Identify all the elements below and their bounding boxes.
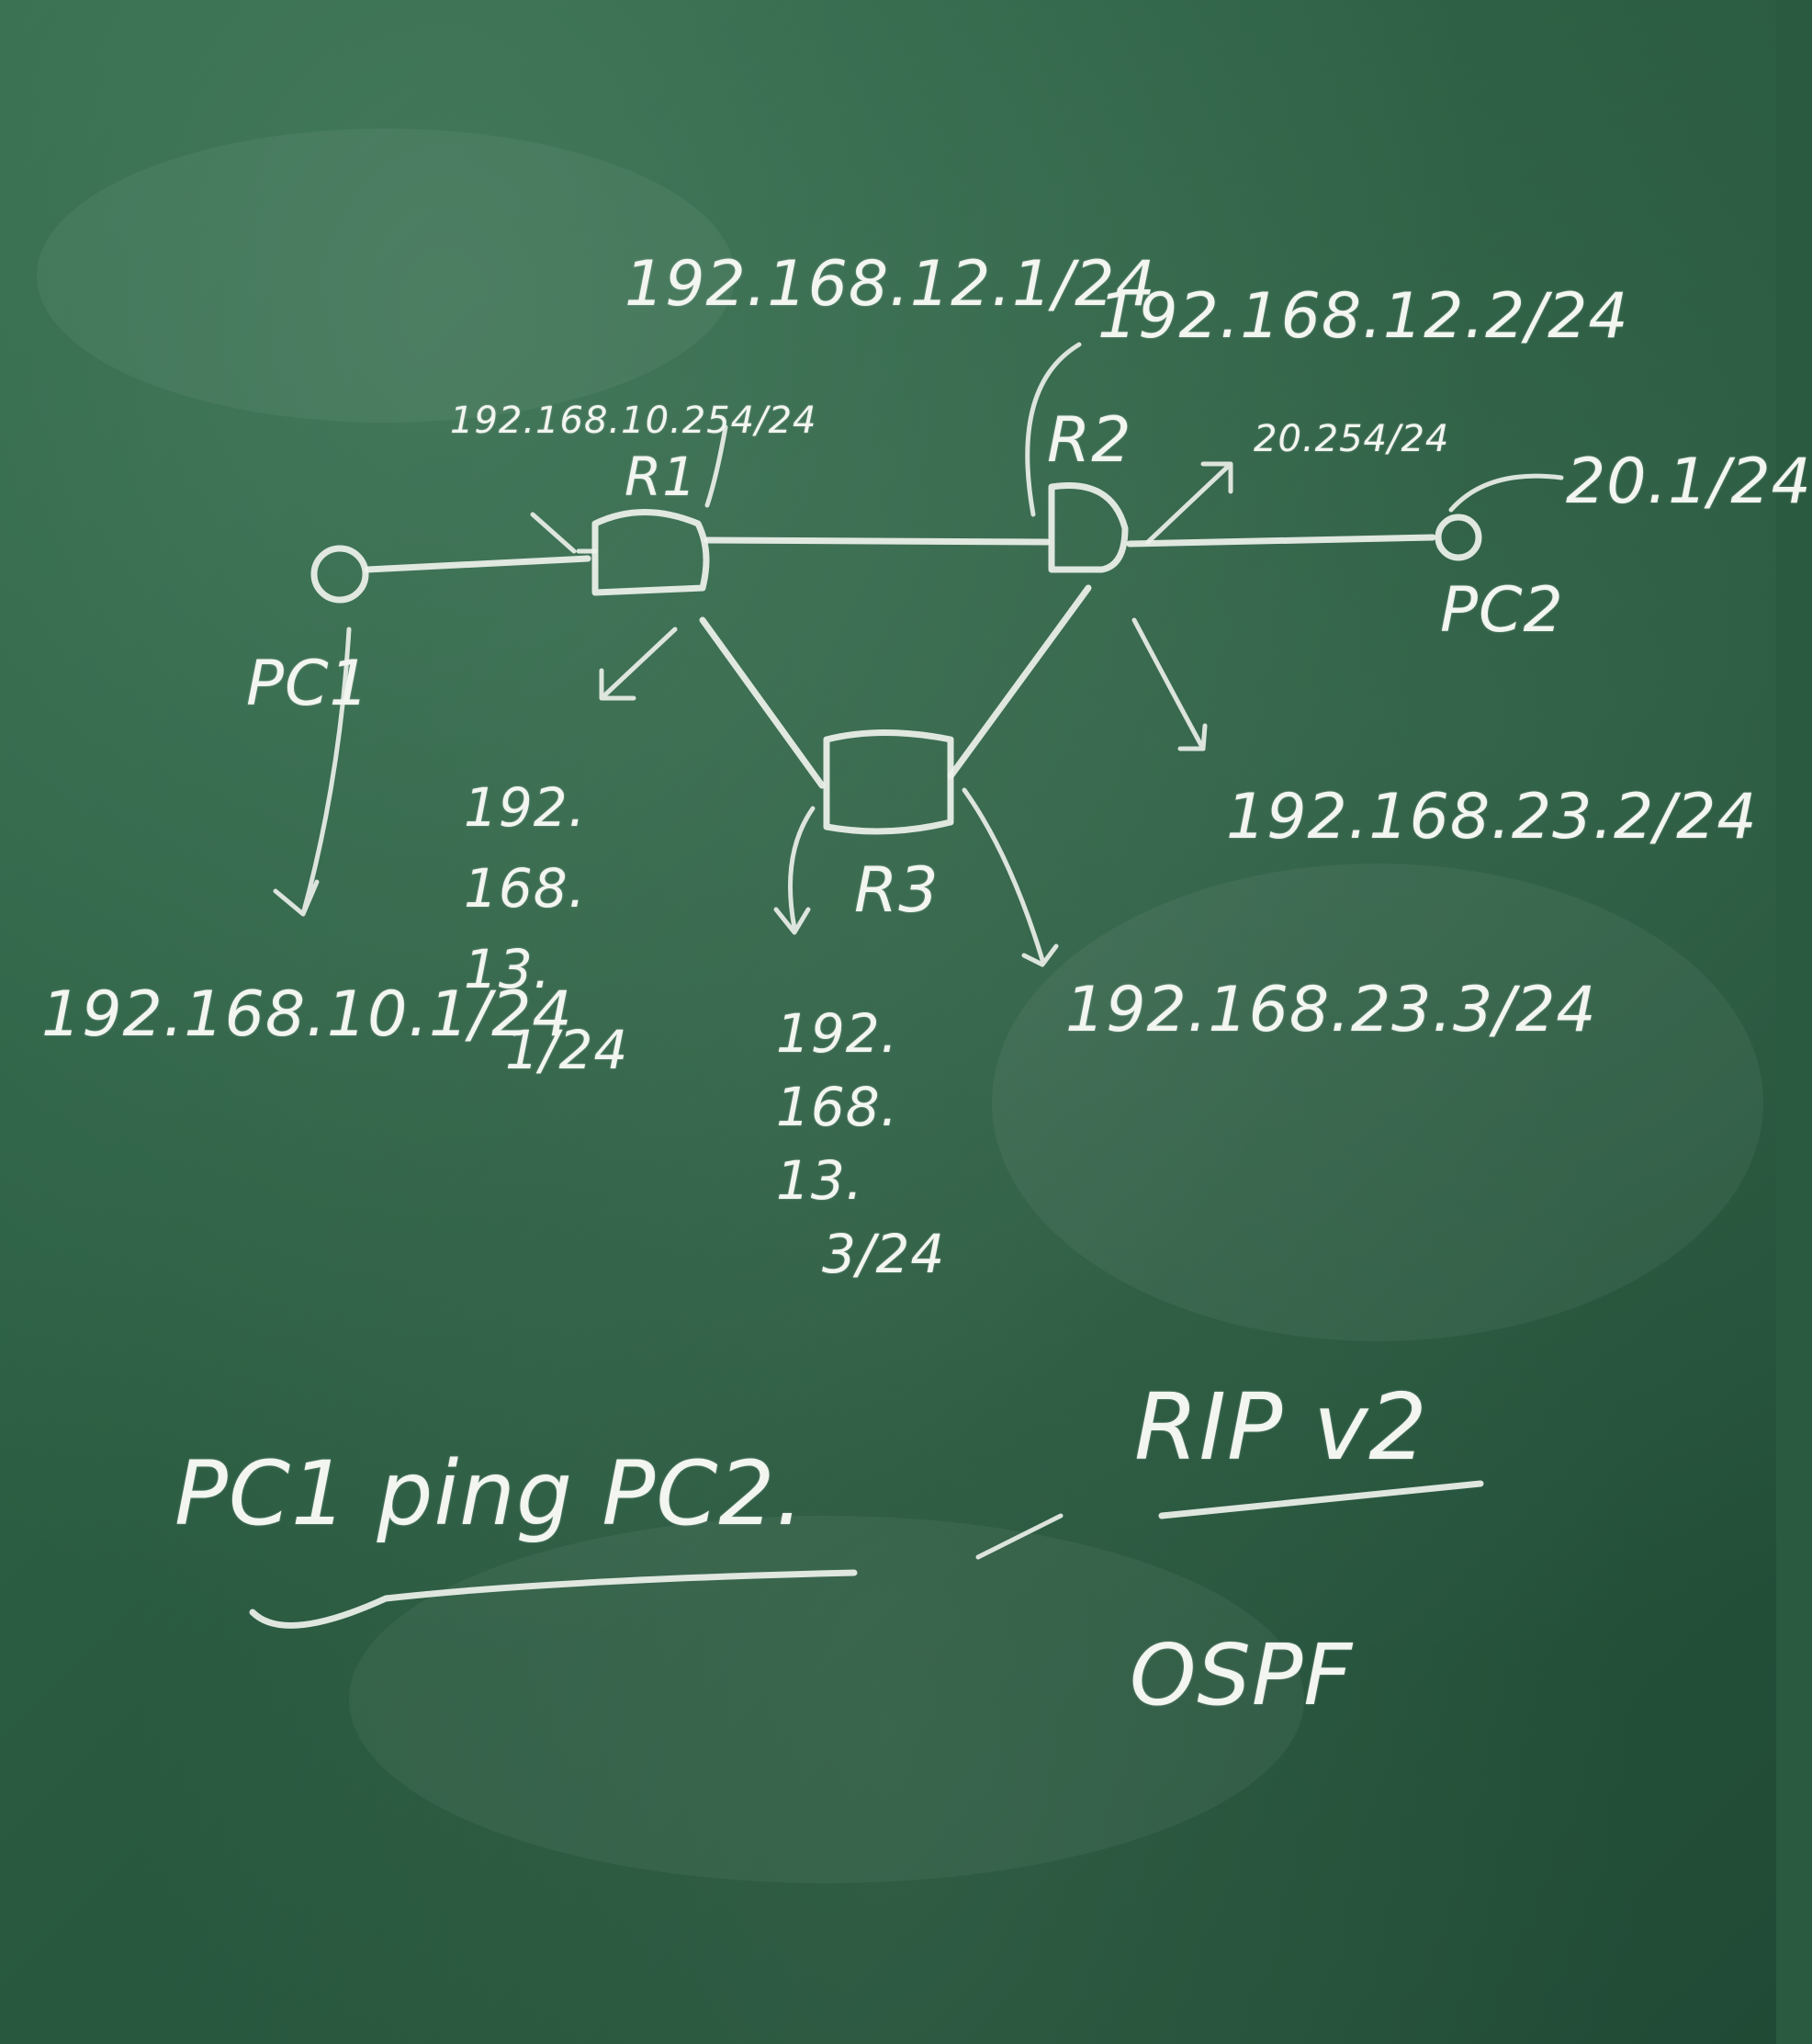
arrow-pc2-address xyxy=(1448,473,1564,513)
address-r3-r1-link: 192. 168. 13. 3/24 xyxy=(776,997,945,1291)
address-octet: 192. xyxy=(776,1002,899,1065)
arrow-r1-r3-side xyxy=(599,627,678,701)
address-r2-pc2-side: 20.254/24 xyxy=(1254,418,1450,460)
arrow-r1-pc1-side xyxy=(530,512,577,554)
address-r2-r3-link: 192.168.23.2/24 xyxy=(1226,781,1758,853)
task-note: PC1 ping PC2. xyxy=(174,1442,805,1545)
arrow-pc1-address xyxy=(273,627,352,917)
protocol-rip-note: RIP v2 xyxy=(1134,1373,1428,1481)
pc2-icon xyxy=(1435,514,1482,561)
chalk-smudge xyxy=(992,864,1763,1341)
r1-router-icon xyxy=(591,509,710,596)
pc2-label: PC2 xyxy=(1440,574,1564,647)
arrow-r3-r2-side xyxy=(962,787,1059,967)
address-octet: 3/24 xyxy=(822,1223,946,1285)
link-r2-r3 xyxy=(947,584,1092,780)
task-underline xyxy=(249,1569,858,1629)
stray-mark xyxy=(975,1513,1064,1560)
address-r1-r2-link: 192.168.12.1/24 xyxy=(625,248,1156,321)
address-octet: 1/24 xyxy=(505,1019,629,1081)
r1-label: R1 xyxy=(625,446,698,508)
r2-label: R2 xyxy=(1047,404,1132,477)
link-pc1-r1 xyxy=(364,555,591,573)
r2-router-icon xyxy=(1048,482,1129,573)
link-r1-r3 xyxy=(699,616,826,789)
address-r3-r2-link: 192.168.23.3/24 xyxy=(1065,974,1597,1046)
address-octet: 13. xyxy=(464,938,552,1000)
address-pc1: 192.168.10.1/24 xyxy=(41,978,573,1051)
arrow-r2-pc2-side xyxy=(1145,461,1233,545)
pc1-label: PC1 xyxy=(246,648,370,720)
address-octet: 168. xyxy=(776,1076,899,1138)
chalk-smudge xyxy=(37,129,735,423)
arrow-r3-r1-side xyxy=(773,806,816,935)
r3-label: R3 xyxy=(854,854,940,927)
arrow-r2-r1-side xyxy=(1025,342,1082,517)
arrow-r2-r3-side xyxy=(1131,617,1208,751)
address-r1-r3-link: 192. 168. 13. 1/24 xyxy=(464,767,628,1090)
address-octet: 13. xyxy=(776,1149,864,1212)
link-r2-pc2 xyxy=(1126,534,1436,548)
address-r1-pc1-side: 192.168.10.254/24 xyxy=(450,400,817,442)
r3-router-icon xyxy=(823,729,954,835)
pc1-icon xyxy=(310,545,369,604)
address-pc2: 20.1/24 xyxy=(1566,446,1812,518)
protocol-ospf-note: OSPF xyxy=(1130,1626,1354,1724)
address-r2-r1-link: 192.168.12.2/24 xyxy=(1097,280,1629,353)
arrow-r1-r2-side xyxy=(704,424,728,508)
address-octet: 168. xyxy=(464,857,587,920)
chalk-smudge xyxy=(349,1516,1304,1883)
protocol-underline xyxy=(1158,1480,1484,1519)
address-octet: 192. xyxy=(464,776,587,839)
link-r1-r2 xyxy=(703,536,1051,546)
